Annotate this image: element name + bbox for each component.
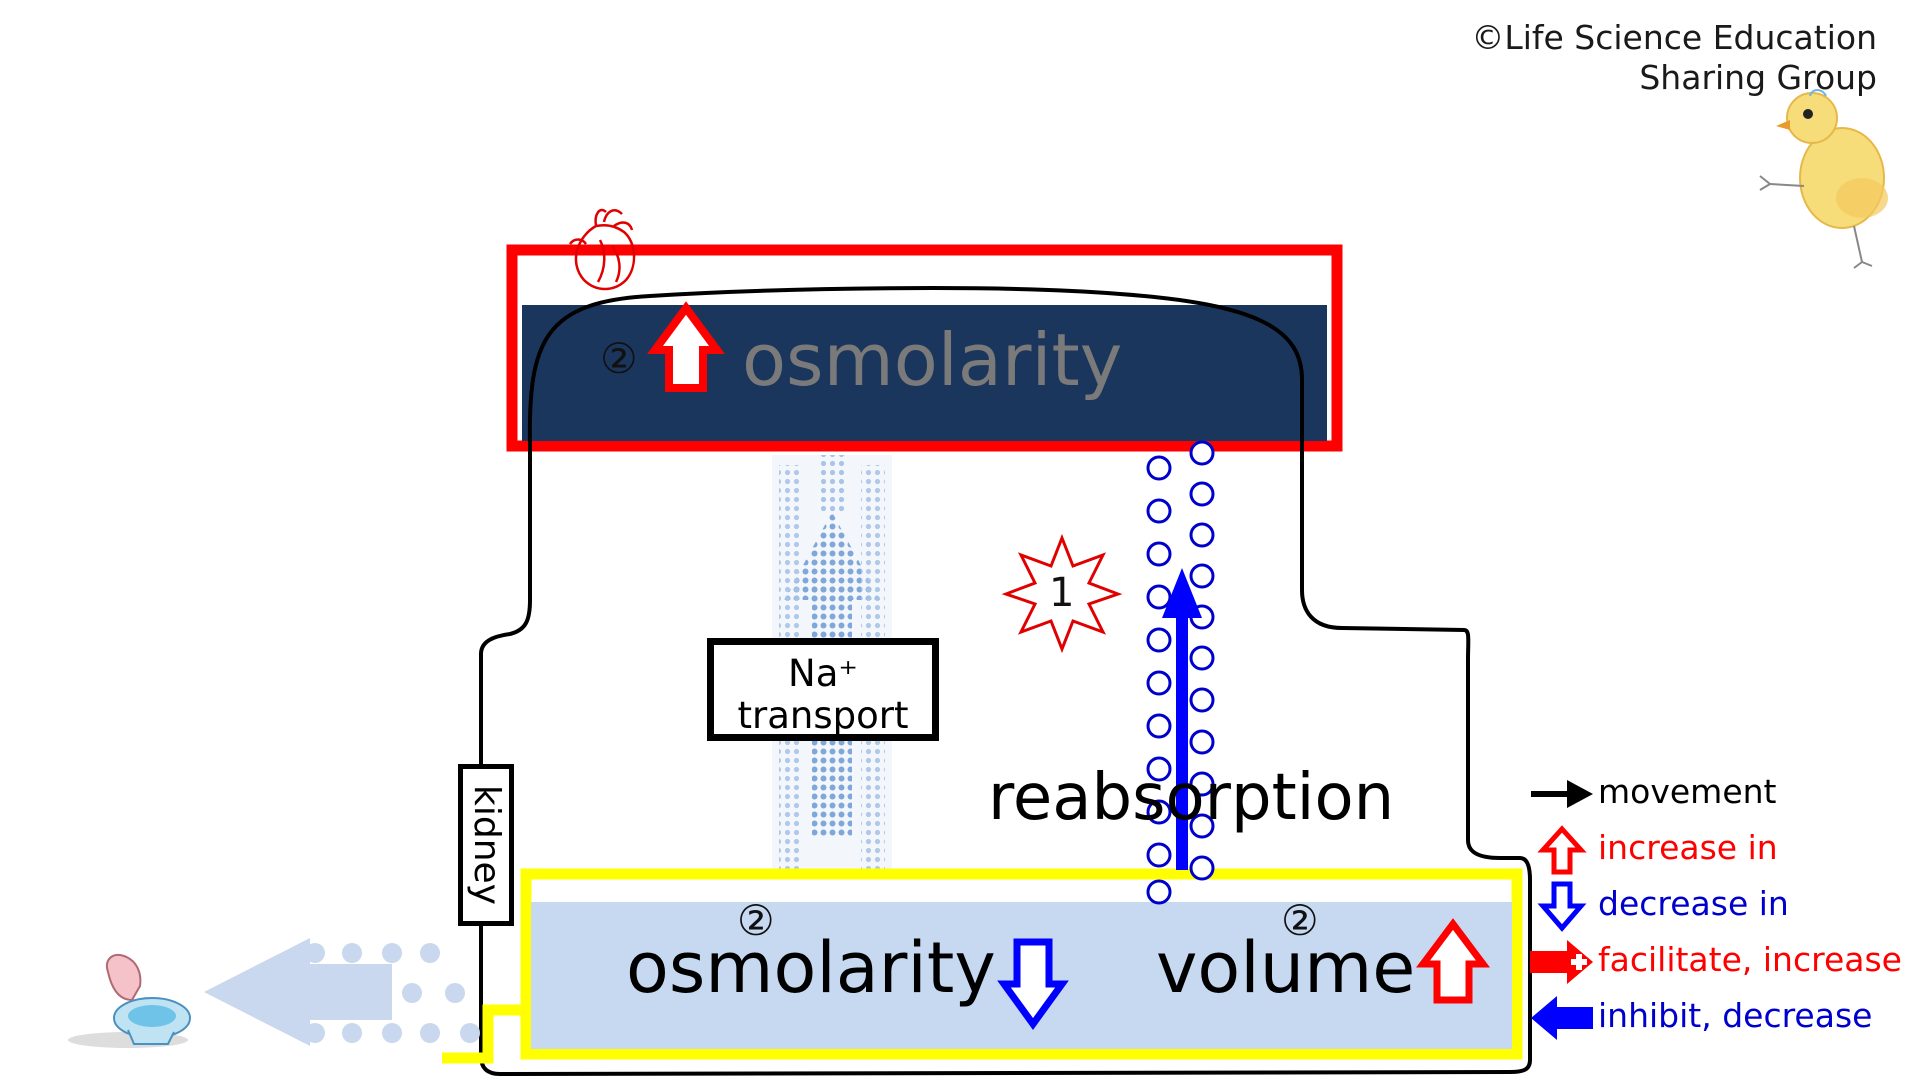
red-plus-arrow-icon	[1530, 940, 1593, 984]
na-transport-box: Na⁺ transport	[707, 638, 939, 741]
blood-increase-arrow-icon	[647, 301, 725, 392]
legend-label-facilitate: facilitate, increase	[1598, 940, 1902, 979]
urine-volume-step-marker: ②	[1281, 896, 1319, 945]
urine-outflow-line	[442, 1004, 526, 1064]
black-right-arrow-icon	[1531, 780, 1593, 808]
urine-osmolarity-label: osmolarity	[626, 927, 996, 1009]
heart-icon	[568, 208, 636, 291]
legend-label-increase: increase in	[1598, 828, 1778, 867]
copyright-credit: ©Life Science Education Sharing Group	[1471, 18, 1877, 98]
kidney-label: kidney	[466, 785, 507, 905]
blood-osmolarity-label: osmolarity	[742, 318, 1123, 402]
reabsorption-label: reabsorption	[988, 761, 1395, 835]
na-ion-label: Na⁺	[788, 652, 858, 695]
red-up-outline-arrow-icon	[1537, 825, 1587, 875]
urine-decrease-arrow-icon	[997, 938, 1069, 1030]
step-one-marker: 1	[1049, 570, 1075, 616]
blue-down-outline-arrow-icon	[1537, 881, 1587, 932]
reabsorption-water-circles	[1146, 440, 1215, 905]
blood-step-marker: ②	[600, 334, 638, 383]
credit-line-2: Sharing Group	[1639, 58, 1877, 97]
reabsorption-arrow-icon	[1162, 568, 1202, 870]
legend-label-movement: movement	[1598, 772, 1777, 811]
credit-line-1: ©Life Science Education	[1471, 18, 1877, 57]
toilet-icon	[68, 954, 191, 1048]
urine-increase-arrow-icon	[1416, 918, 1490, 1004]
blood-compartment	[506, 244, 1343, 452]
legend-label-inhibit: inhibit, decrease	[1598, 996, 1873, 1035]
starburst-icon	[1001, 533, 1123, 654]
legend-label-decrease: decrease in	[1598, 884, 1789, 923]
urine-compartment	[442, 868, 1523, 1064]
legend-item-facilitate: facilitate, increase	[1527, 934, 1920, 990]
legend-item-decrease: decrease in	[1527, 878, 1920, 934]
chick-icon	[1759, 89, 1888, 269]
legend-item-inhibit: inhibit, decrease	[1527, 990, 1920, 1046]
urine-osmolarity-step-marker: ②	[737, 896, 775, 945]
legend: movement increase in decrease in facilit…	[1527, 766, 1920, 1046]
kidney-label-box: kidney	[458, 764, 514, 926]
blue-left-arrow-icon	[1531, 996, 1593, 1040]
legend-item-movement: movement	[1527, 766, 1920, 822]
urine-volume-label: volume	[1156, 927, 1416, 1009]
excretion-arrow	[204, 938, 480, 1046]
transport-label: transport	[737, 694, 909, 737]
blood-fill	[522, 305, 1327, 441]
legend-item-increase: increase in	[1527, 822, 1920, 878]
